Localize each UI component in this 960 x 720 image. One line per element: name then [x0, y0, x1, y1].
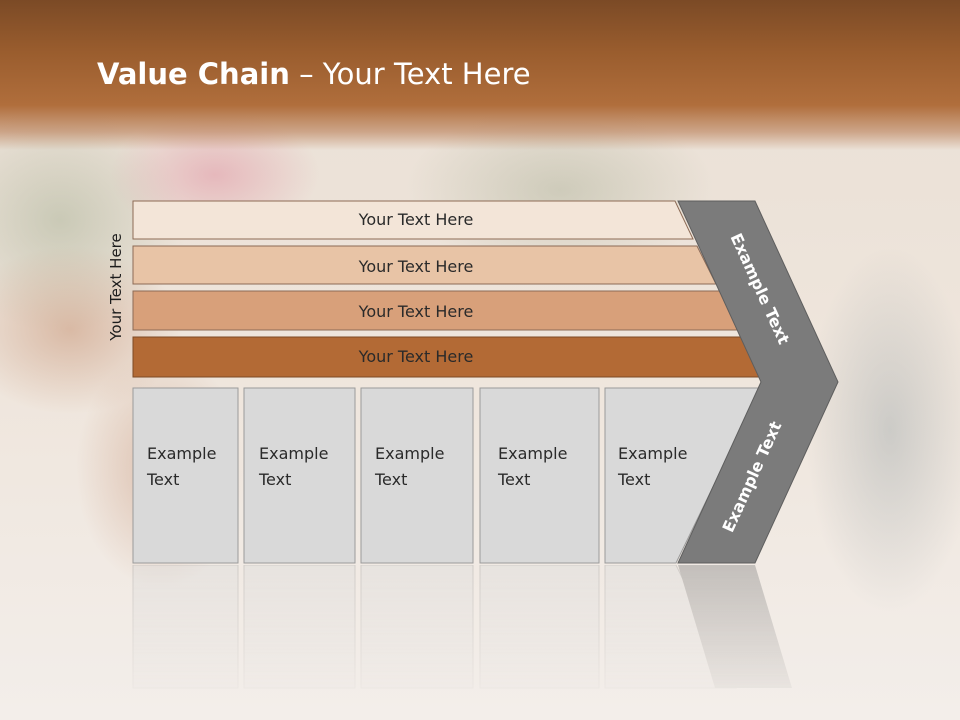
slide-title[interactable]: Value Chain – Your Text Here [97, 54, 531, 94]
row-label-4: Your Text Here [358, 347, 474, 366]
column-label-5b: Text [617, 470, 650, 489]
diagram-reflection [132, 564, 792, 689]
column-label-3b: Text [374, 470, 407, 489]
column-label-3a: Example [375, 444, 444, 463]
row-label-1: Your Text Here [358, 210, 474, 229]
column-label-4b: Text [497, 470, 530, 489]
column-label-2b: Text [258, 470, 291, 489]
title-bold: Value Chain [97, 57, 290, 91]
row-label-3: Your Text Here [358, 302, 474, 321]
column-box-1[interactable] [132, 387, 239, 564]
header-band [0, 0, 960, 150]
column-label-5a: Example [618, 444, 687, 463]
column-box-2[interactable] [243, 387, 356, 564]
column-box-4[interactable] [479, 387, 600, 564]
row-label-2: Your Text Here [358, 257, 474, 276]
column-label-2a: Example [259, 444, 328, 463]
chevron-arrow[interactable] [677, 200, 839, 564]
row-band-1[interactable] [132, 200, 694, 240]
column-box-3[interactable] [360, 387, 474, 564]
column-label-1a: Example [147, 444, 216, 463]
title-rest: – Your Text Here [289, 57, 531, 91]
column-label-1b: Text [146, 470, 179, 489]
column-label-4a: Example [498, 444, 567, 463]
column-box-5[interactable] [604, 387, 762, 564]
